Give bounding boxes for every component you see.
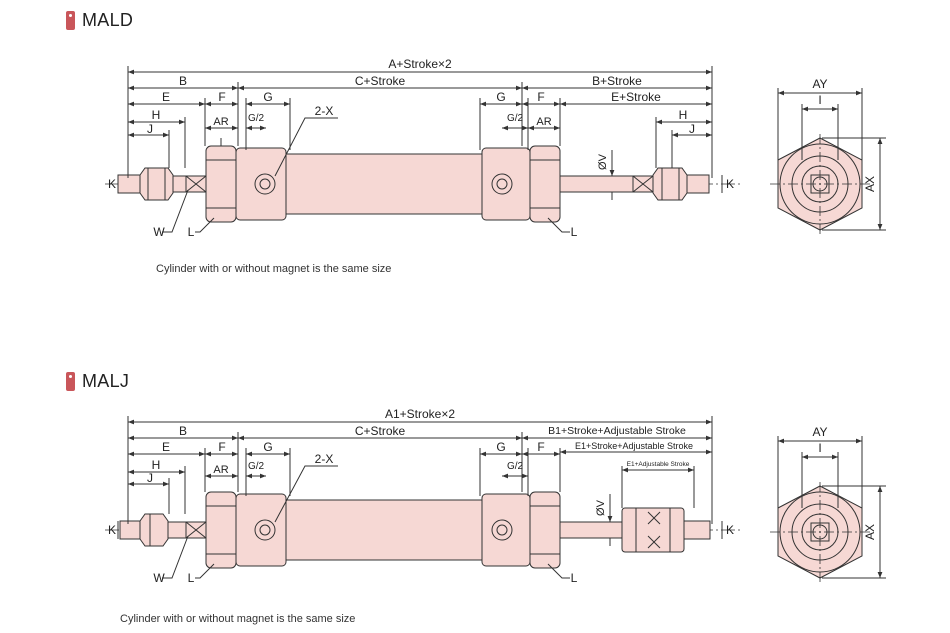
dim-h-right: H	[679, 108, 688, 122]
dim-e: E	[162, 90, 170, 104]
dim-l: L	[188, 225, 195, 239]
section-marker-icon	[66, 372, 75, 391]
dim-ax: AX	[863, 524, 877, 540]
rod-end-nut	[139, 167, 174, 201]
mounting-nut	[205, 491, 237, 569]
dim-g2: G/2	[248, 461, 265, 472]
stroke-adjuster	[621, 507, 685, 553]
dim-k: K	[108, 523, 116, 537]
dim-f: F	[218, 90, 225, 104]
dim-overall: A1+Stroke×2	[385, 407, 455, 421]
rod-thread	[683, 520, 711, 540]
dim-k: K	[108, 177, 116, 191]
barrel	[285, 153, 483, 215]
dim-l-right: L	[571, 571, 578, 585]
mald-drawing	[105, 66, 740, 233]
malj-end-labels: AY I AX	[812, 425, 877, 540]
dim-f: F	[218, 440, 225, 454]
dim-overall: A+Stroke×2	[388, 57, 452, 71]
dim-v: ØV	[597, 153, 609, 170]
dim-l: L	[188, 571, 195, 585]
barrel	[285, 499, 483, 561]
dim-ar: AR	[213, 116, 228, 128]
dim-ax: AX	[863, 176, 877, 192]
dim-g2: G/2	[248, 113, 265, 124]
dim-c: C+Stroke	[355, 424, 406, 438]
dim-ay: AY	[812, 425, 827, 439]
dim-b-right: B+Stroke	[592, 74, 642, 88]
mald-labels: A+Stroke×2 B C+Stroke B+Stroke E F G G F…	[108, 57, 734, 239]
dim-j: J	[147, 471, 153, 485]
dim-v: ØV	[595, 499, 607, 516]
rod-thread	[686, 174, 710, 194]
rod-thread	[117, 174, 141, 194]
magnet-note: Cylinder with or without magnet is the s…	[120, 613, 356, 625]
dim-e: E	[162, 440, 170, 454]
dim-e-right: E+Stroke	[611, 90, 661, 104]
dim-c: C+Stroke	[355, 74, 406, 88]
dim-j: J	[147, 122, 153, 136]
rod-end-nut	[139, 513, 169, 547]
dim-k-right: K	[726, 523, 734, 537]
dim-f-right: F	[537, 440, 544, 454]
dim-ay: AY	[812, 77, 827, 91]
port-label: 2-X	[315, 104, 334, 118]
dim-g: G	[263, 90, 272, 104]
dim-g2-right: G/2	[507, 113, 524, 124]
dim-w: W	[153, 571, 165, 585]
dim-i: I	[818, 93, 821, 107]
piston-rod	[559, 521, 623, 539]
dim-l-right: L	[571, 225, 578, 239]
dim-h: H	[152, 108, 161, 122]
dim-e1-adjustable: E1+Adjustable Stroke	[627, 461, 690, 468]
malj-labels: A1+Stroke×2 B C+Stroke B1+Stroke+Adjusta…	[108, 407, 734, 585]
rod-thread	[119, 520, 141, 540]
section-title: MALD	[82, 10, 134, 30]
dim-g: G	[263, 440, 272, 454]
dim-b: B	[179, 424, 187, 438]
dim-b: B	[179, 74, 187, 88]
dim-ar: AR	[213, 464, 228, 476]
section-title: MALJ	[82, 371, 130, 391]
dim-b-right: B1+Stroke+Adjustable Stroke	[548, 425, 686, 437]
port	[254, 519, 276, 541]
dim-g2-right: G/2	[507, 461, 524, 472]
section-heading-malj: MALJ	[66, 371, 129, 392]
port	[491, 173, 513, 195]
mounting-nut	[529, 491, 561, 569]
port	[254, 173, 276, 195]
dim-f-right: F	[537, 90, 544, 104]
dim-k-right: K	[726, 177, 734, 191]
mald-end-labels: AY I AX	[812, 77, 877, 192]
section-heading-mald: MALD	[66, 10, 133, 31]
dim-w: W	[153, 225, 165, 239]
section-marker-icon	[66, 11, 75, 30]
dim-e-right: E1+Stroke+Adjustable Stroke	[575, 441, 693, 451]
dim-h: H	[152, 458, 161, 472]
dim-g-right: G	[496, 90, 505, 104]
mounting-nut	[205, 145, 237, 223]
dim-g-right: G	[496, 440, 505, 454]
dim-i: I	[818, 441, 821, 455]
magnet-note: Cylinder with or without magnet is the s…	[156, 263, 392, 275]
port	[491, 519, 513, 541]
dim-ar-right: AR	[536, 116, 551, 128]
mald-end-view	[770, 88, 886, 236]
malj-drawing	[105, 416, 740, 579]
dim-j-right: J	[689, 122, 695, 136]
port-label: 2-X	[315, 452, 334, 466]
malj-end-view	[770, 436, 886, 584]
rod-end-nut	[652, 167, 688, 201]
mounting-nut	[529, 145, 561, 223]
